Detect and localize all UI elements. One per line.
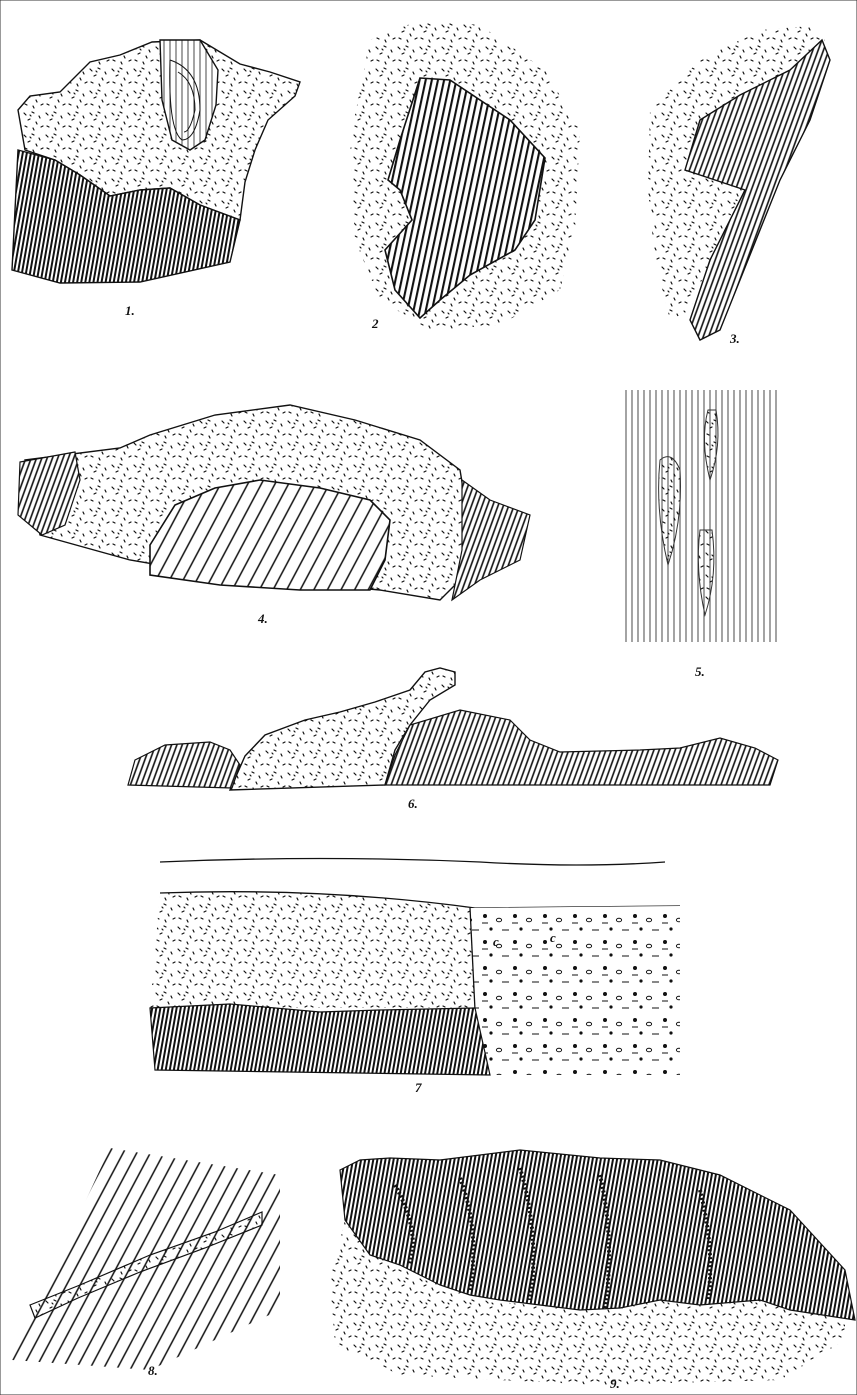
figure-2-label: 2 <box>371 316 379 331</box>
figure-3-label: 3. <box>729 331 740 346</box>
figure-1-label: 1. <box>125 303 135 318</box>
figure-9-label: 9. <box>610 1376 620 1391</box>
figure-6-label: 6. <box>408 796 418 811</box>
figure-4-label: 4. <box>257 611 268 626</box>
figure-5: 5. <box>622 390 777 679</box>
figure-7-mark-b: c <box>550 930 556 945</box>
figure-7-label: 7 <box>415 1080 422 1095</box>
figure-7-mark-a: c <box>493 934 499 949</box>
figure-5-label: 5. <box>695 664 705 679</box>
figure-8-label: 8. <box>148 1363 158 1378</box>
